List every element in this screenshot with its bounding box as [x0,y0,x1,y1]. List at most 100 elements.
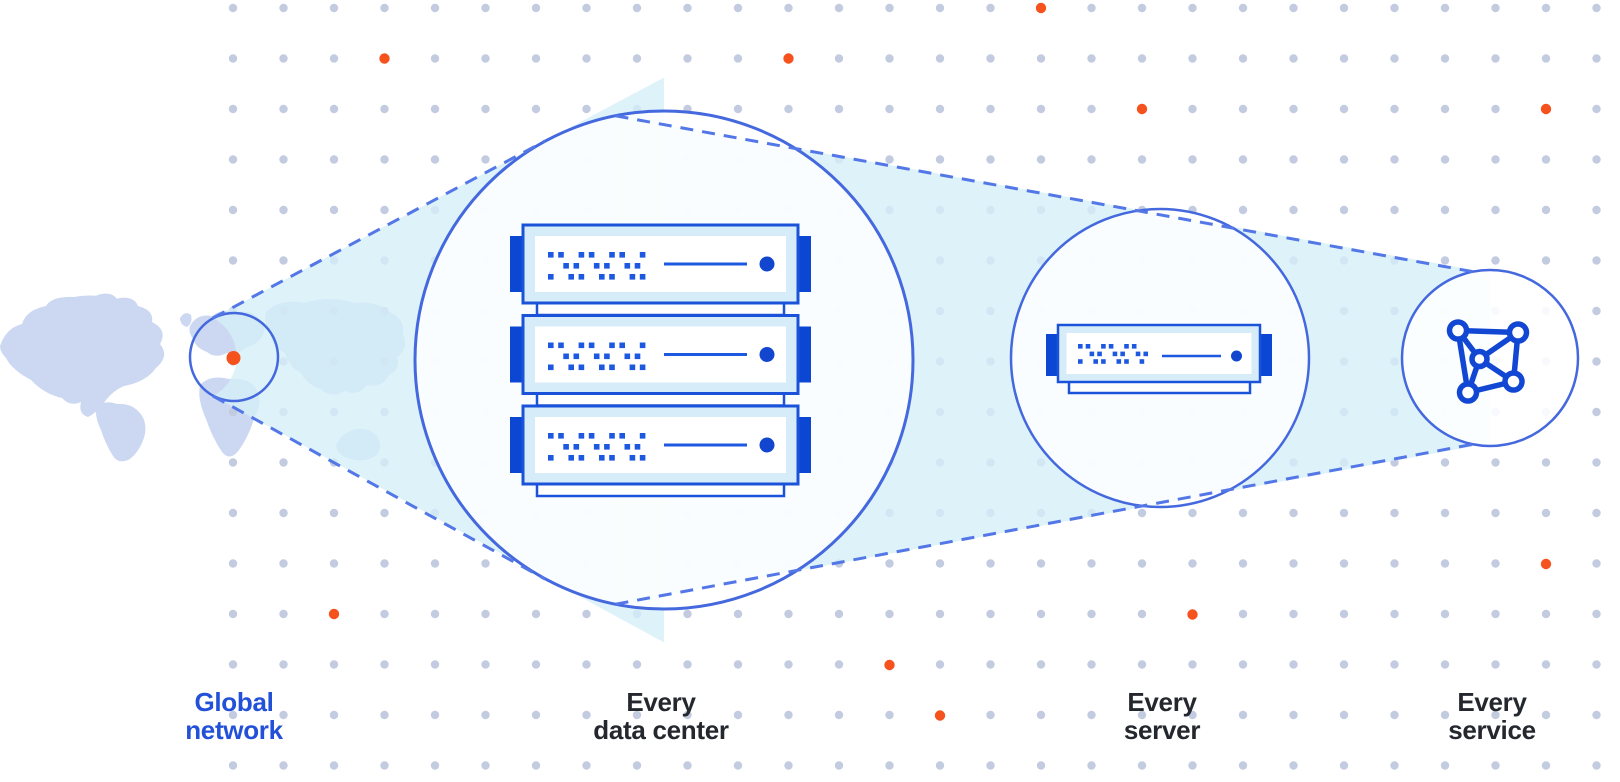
grid-dot [481,609,490,619]
label-line: service [1448,715,1536,745]
grid-dot [1390,508,1399,518]
grid-dot [228,256,238,265]
orange-accent-dot [1540,103,1552,115]
grid-dot [582,3,591,13]
grid-dot [1036,104,1046,114]
grid-dot [986,710,995,720]
grid-dot [279,205,288,215]
matrix-dot [558,252,564,258]
grid-dot [1592,306,1601,316]
grid-dot [1289,609,1298,619]
grid-dot [279,660,288,669]
grid-dot [1289,761,1298,770]
grid-dot [228,205,238,215]
grid-dot [834,710,844,720]
label-every-data-center: Every data center [593,687,729,744]
orange-accent-dot [934,710,946,721]
grid-dot [1238,559,1248,568]
grid-dot [1541,205,1551,215]
grid-dot [1188,761,1197,770]
grid-dot [1137,54,1147,63]
grid-dot [935,104,945,114]
grid-dot [1491,155,1500,164]
grid-dot [582,761,591,770]
grid-dot [1491,3,1500,13]
matrix-dot [1131,344,1137,349]
grid-dot [935,155,945,164]
server-led [759,437,775,453]
grid-dot [279,155,288,164]
grid-dot [1592,256,1601,265]
grid-dot [1188,54,1197,63]
matrix-dot [548,364,554,371]
grid-dot [885,104,894,114]
grid-dot [1491,205,1500,215]
grid-dot [481,54,490,63]
matrix-dot [568,364,574,371]
grid-dot [1339,205,1349,215]
grid-dot [632,54,642,63]
grid-dot [1087,3,1096,13]
grid-dot [380,508,389,518]
matrix-dot [1143,351,1149,357]
grid-dot [1238,205,1248,215]
label-line: Every [626,687,696,717]
matrix-dot [639,274,646,280]
server-unit [510,223,811,305]
matrix-dot [578,433,585,439]
guide-line-upper-right [615,114,1474,274]
matrix-dot [639,342,646,349]
grid-dot [380,205,389,215]
grid-dot [481,3,490,13]
guide-line-lower-right [615,442,1474,606]
grid-dot [986,155,995,164]
matrix-dot [629,455,636,461]
server-unit [510,314,811,395]
grid-dot [1440,559,1450,568]
orange-accent-dot [1187,609,1198,620]
grid-dot [228,559,238,568]
matrix-dot [563,353,569,360]
grid-dot [1137,660,1147,669]
grid-dot [1541,508,1551,518]
grid-dot [986,104,995,114]
grid-dot [834,609,844,619]
matrix-dot [548,455,554,461]
network-mesh-icon [1446,319,1530,404]
grid-dot [1491,710,1500,720]
matrix-dot [548,252,554,258]
matrix-dot [1139,359,1145,364]
grid-dot [986,761,995,770]
matrix-dot [578,252,585,258]
grid-dot [1440,104,1450,114]
grid-dot [1188,559,1197,568]
grid-dot [1440,54,1450,63]
grid-dot [1390,660,1399,669]
continent-greenland [89,293,118,316]
grid-dot [885,155,894,164]
grid-dot [531,3,541,13]
matrix-dot [563,263,569,269]
matrix-dot [1085,344,1091,349]
matrix-dot [619,433,625,439]
grid-dot [380,761,389,770]
grid-dot [1440,3,1450,13]
grid-dot [1541,458,1551,467]
grid-dot [632,710,642,720]
grid-dot [1491,609,1500,619]
orange-accent-dot [379,53,390,64]
grid-dot [935,660,945,669]
matrix-dot [599,364,605,371]
matrix-dot [578,342,585,349]
grid-dot [935,761,945,770]
grid-dot [228,761,238,770]
grid-dot [885,559,894,568]
grid-dot [1592,660,1601,669]
grid-dot [279,761,288,770]
grid-dot [380,559,389,568]
grid-dot [1592,407,1601,417]
grid-dot [1036,609,1046,619]
grid-dot [430,54,440,63]
grid-dot [481,710,490,720]
